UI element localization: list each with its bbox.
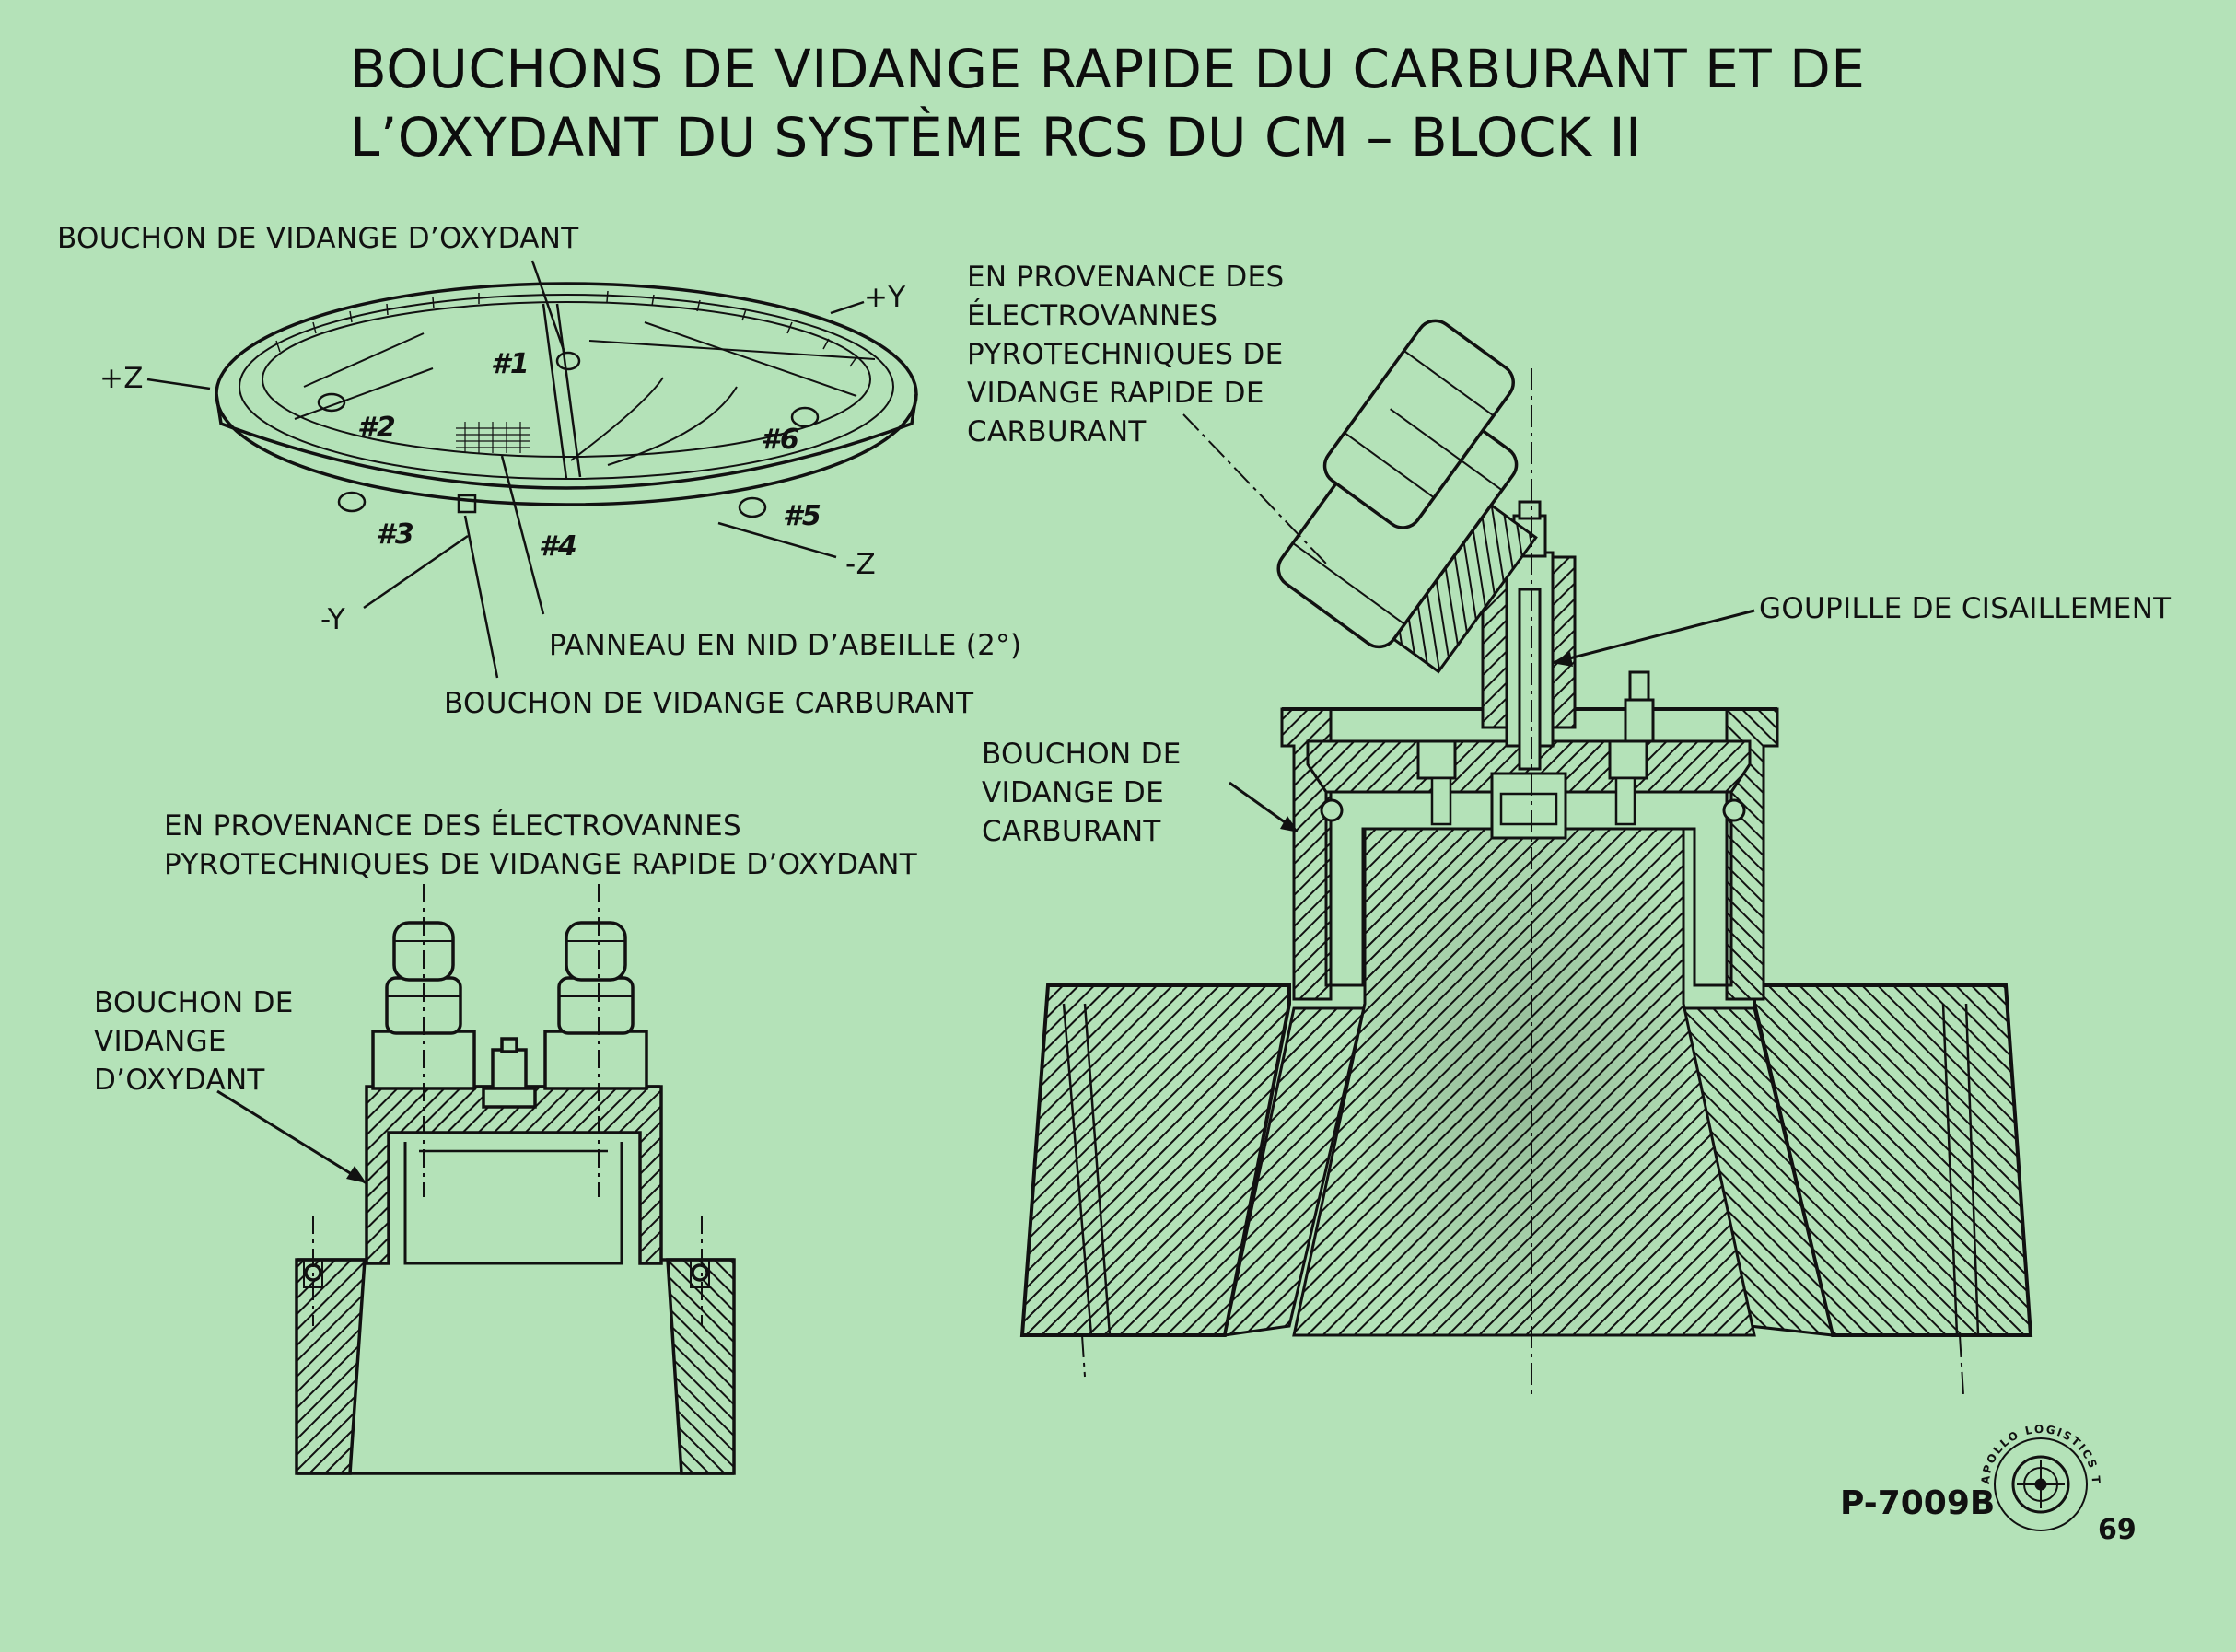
fuel-source-line-2: ÉLECTROVANNES — [967, 299, 1218, 332]
position-6-label: #6 — [761, 424, 799, 456]
title-line-2: L’OXYDANT DU SYSTÈME RCS DU CM – BLOCK I… — [350, 106, 1642, 169]
title-line-1: BOUCHONS DE VIDANGE RAPIDE DU CARBURANT … — [350, 38, 1866, 100]
shear-pin-label: GOUPILLE DE CISAILLEMENT — [1759, 592, 2172, 625]
position-4-label: #4 — [539, 530, 577, 563]
oxidizer-plug-leader — [216, 1089, 367, 1185]
fuel-nozzle-lines — [1062, 1003, 1980, 1336]
fuel-plug-detail-line-1: BOUCHON DE — [982, 738, 1182, 771]
oxidizer-source-line-2: PYROTECHNIQUES DE VIDANGE RAPIDE D’OXYDA… — [164, 848, 917, 881]
axis-plus-y-label: +Y — [864, 281, 906, 314]
oxidizer-plug-detail-line-1: BOUCHON DE — [94, 986, 294, 1019]
fuel-plug-detail-line-3: CARBURANT — [982, 815, 1161, 848]
fuel-source-line-3: PYROTECHNIQUES DE — [967, 338, 1284, 371]
fuel-plug-section — [1019, 319, 2033, 1337]
fuel-source-line-5: CARBURANT — [967, 415, 1147, 448]
oxidizer-plug-detail-line-2: VIDANGE — [94, 1025, 227, 1058]
oxidizer-plug-section — [295, 921, 736, 1475]
honeycomb-panel-label: PANNEAU EN NID D’ABEILLE (2°) — [549, 629, 1022, 662]
oxidizer-plug-detail-line-3: D’OXYDANT — [94, 1064, 265, 1097]
axis-minus-y-label: -Y — [320, 603, 346, 636]
position-2-label: #2 — [357, 412, 396, 444]
fuel-leaders — [1229, 609, 1755, 831]
oxidizer-drain-plug-label: BOUCHON DE VIDANGE D’OXYDANT — [57, 222, 579, 255]
fuel-drain-plug-label: BOUCHON DE VIDANGE CARBURANT — [444, 687, 974, 720]
fuel-source-line-1: EN PROVENANCE DES — [967, 261, 1285, 294]
figure-code: P-7009B — [1840, 1484, 1996, 1522]
page-number: 69 — [2098, 1514, 2137, 1546]
fuel-plug-arrowhead — [1280, 816, 1299, 832]
fuel-plug-detail-line-2: VIDANGE DE — [982, 776, 1164, 809]
oxidizer-source-line-1: EN PROVENANCE DES ÉLECTROVANNES — [164, 809, 741, 843]
position-5-label: #5 — [783, 500, 821, 532]
overview-leaders — [146, 260, 865, 679]
shear-pin-arrowhead — [1552, 652, 1573, 667]
fuel-source-line-4: VIDANGE RAPIDE DE — [967, 377, 1264, 410]
axis-minus-z-label: -Z — [845, 548, 877, 581]
heat-shield-overview — [215, 282, 918, 518]
position-1-label: #1 — [491, 348, 530, 380]
oxidizer-plug-arrowhead — [346, 1166, 367, 1183]
position-3-label: #3 — [376, 518, 414, 551]
page-title: BOUCHONS DE VIDANGE RAPIDE DU CARBURANT … — [350, 35, 1865, 171]
oxidizer-centerlines — [312, 884, 703, 1326]
fuel-centerlines — [1081, 368, 1964, 1396]
axis-plus-z-label: +Z — [99, 362, 144, 395]
